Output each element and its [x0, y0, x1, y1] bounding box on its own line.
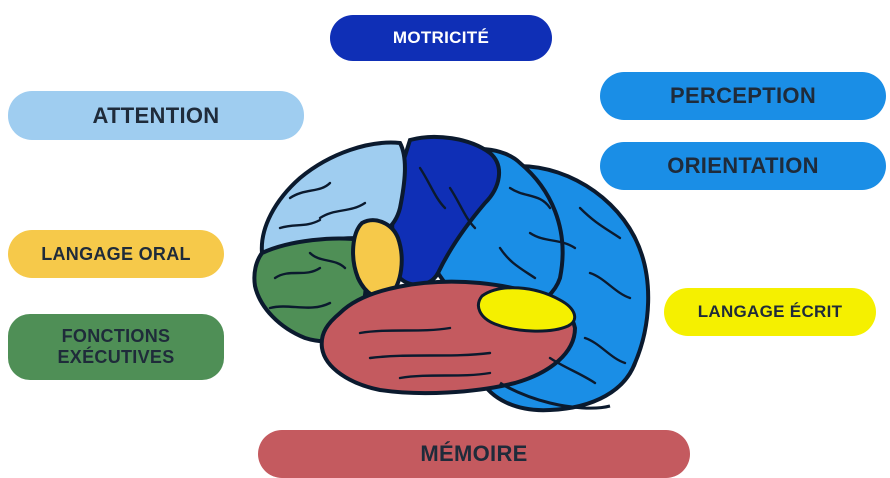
- label-langage-oral: LANGAGE ORAL: [8, 230, 224, 278]
- label-fonctions-line2: EXÉCUTIVES: [57, 347, 174, 368]
- label-langage-ecrit-text: LANGAGE ÉCRIT: [698, 302, 843, 322]
- label-fonctions-executives: FONCTIONS EXÉCUTIVES: [8, 314, 224, 380]
- label-langage-oral-text: LANGAGE ORAL: [41, 244, 191, 265]
- label-perception-text: PERCEPTION: [670, 83, 816, 108]
- label-orientation-text: ORIENTATION: [667, 153, 819, 178]
- label-memoire: MÉMOIRE: [258, 430, 690, 478]
- label-motricite: MOTRICITÉ: [330, 15, 552, 61]
- label-motricite-text: MOTRICITÉ: [393, 28, 489, 48]
- label-fonctions-line1: FONCTIONS: [62, 326, 171, 347]
- label-attention-text: ATTENTION: [93, 103, 220, 128]
- label-langage-ecrit: LANGAGE ÉCRIT: [664, 288, 876, 336]
- brain-icon: [250, 128, 660, 418]
- label-perception: PERCEPTION: [600, 72, 886, 120]
- label-memoire-text: MÉMOIRE: [420, 441, 527, 466]
